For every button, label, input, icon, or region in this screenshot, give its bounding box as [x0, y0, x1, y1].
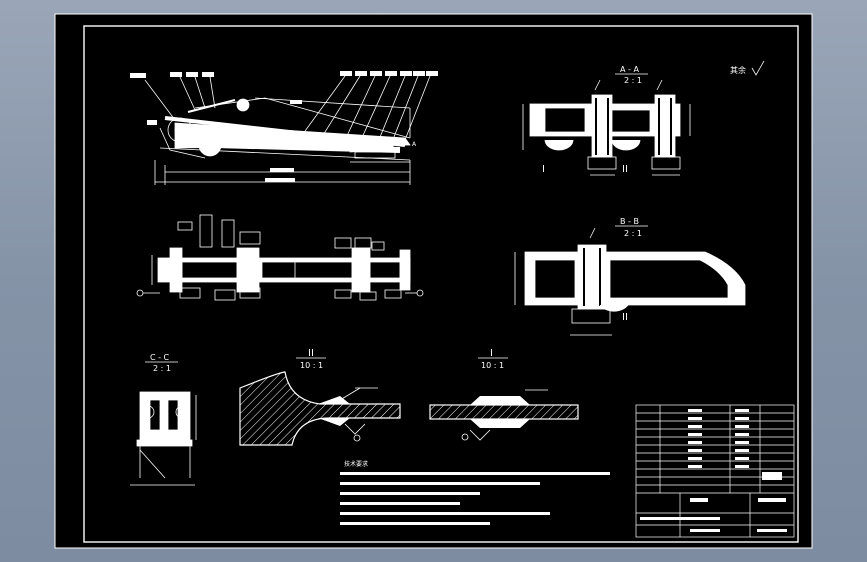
detail-ii-title: II [308, 348, 314, 359]
section-bb-view: B - B 2 : 1 II [514, 217, 746, 336]
section-aa-title: A - A [620, 65, 639, 74]
section-bb-scale: 2 : 1 [624, 229, 642, 238]
section-bb-detail-ii: II [622, 312, 628, 323]
main-assembly-labels: A [130, 71, 438, 182]
detail-i-scale: 10 : 1 [481, 361, 504, 370]
section-aa-view: A - A 2 : 1 I II [522, 65, 691, 176]
detail-i-title: I [490, 348, 493, 359]
side-view-assembly [136, 214, 424, 301]
technical-notes: 技术要求 [340, 460, 610, 525]
detail-ii-scale: 10 : 1 [300, 361, 323, 370]
drawing-frame [83, 25, 799, 543]
title-block [635, 404, 795, 538]
section-bb-title: B - B [620, 217, 639, 226]
section-aa-scale: 2 : 1 [624, 76, 642, 85]
detail-ii-view: II 10 : 1 [239, 348, 401, 446]
section-cc-view: C - C 2 : 1 [130, 353, 197, 486]
notes-title: 技术要求 [344, 460, 368, 468]
section-cc-title: C - C [150, 353, 170, 362]
roughness-label: 其余 [730, 65, 746, 75]
title-block-text [640, 409, 787, 532]
roughness-note: 其余 [730, 60, 765, 76]
section-aa-detail-ii: II [622, 164, 628, 175]
section-aa-detail-i: I [542, 164, 545, 175]
roughness-symbol-icon [751, 60, 765, 76]
section-marker-a: A [412, 141, 417, 148]
section-cc-scale: 2 : 1 [153, 364, 171, 373]
detail-i-view: I 10 : 1 [429, 348, 579, 441]
main-assembly-view [144, 75, 431, 185]
